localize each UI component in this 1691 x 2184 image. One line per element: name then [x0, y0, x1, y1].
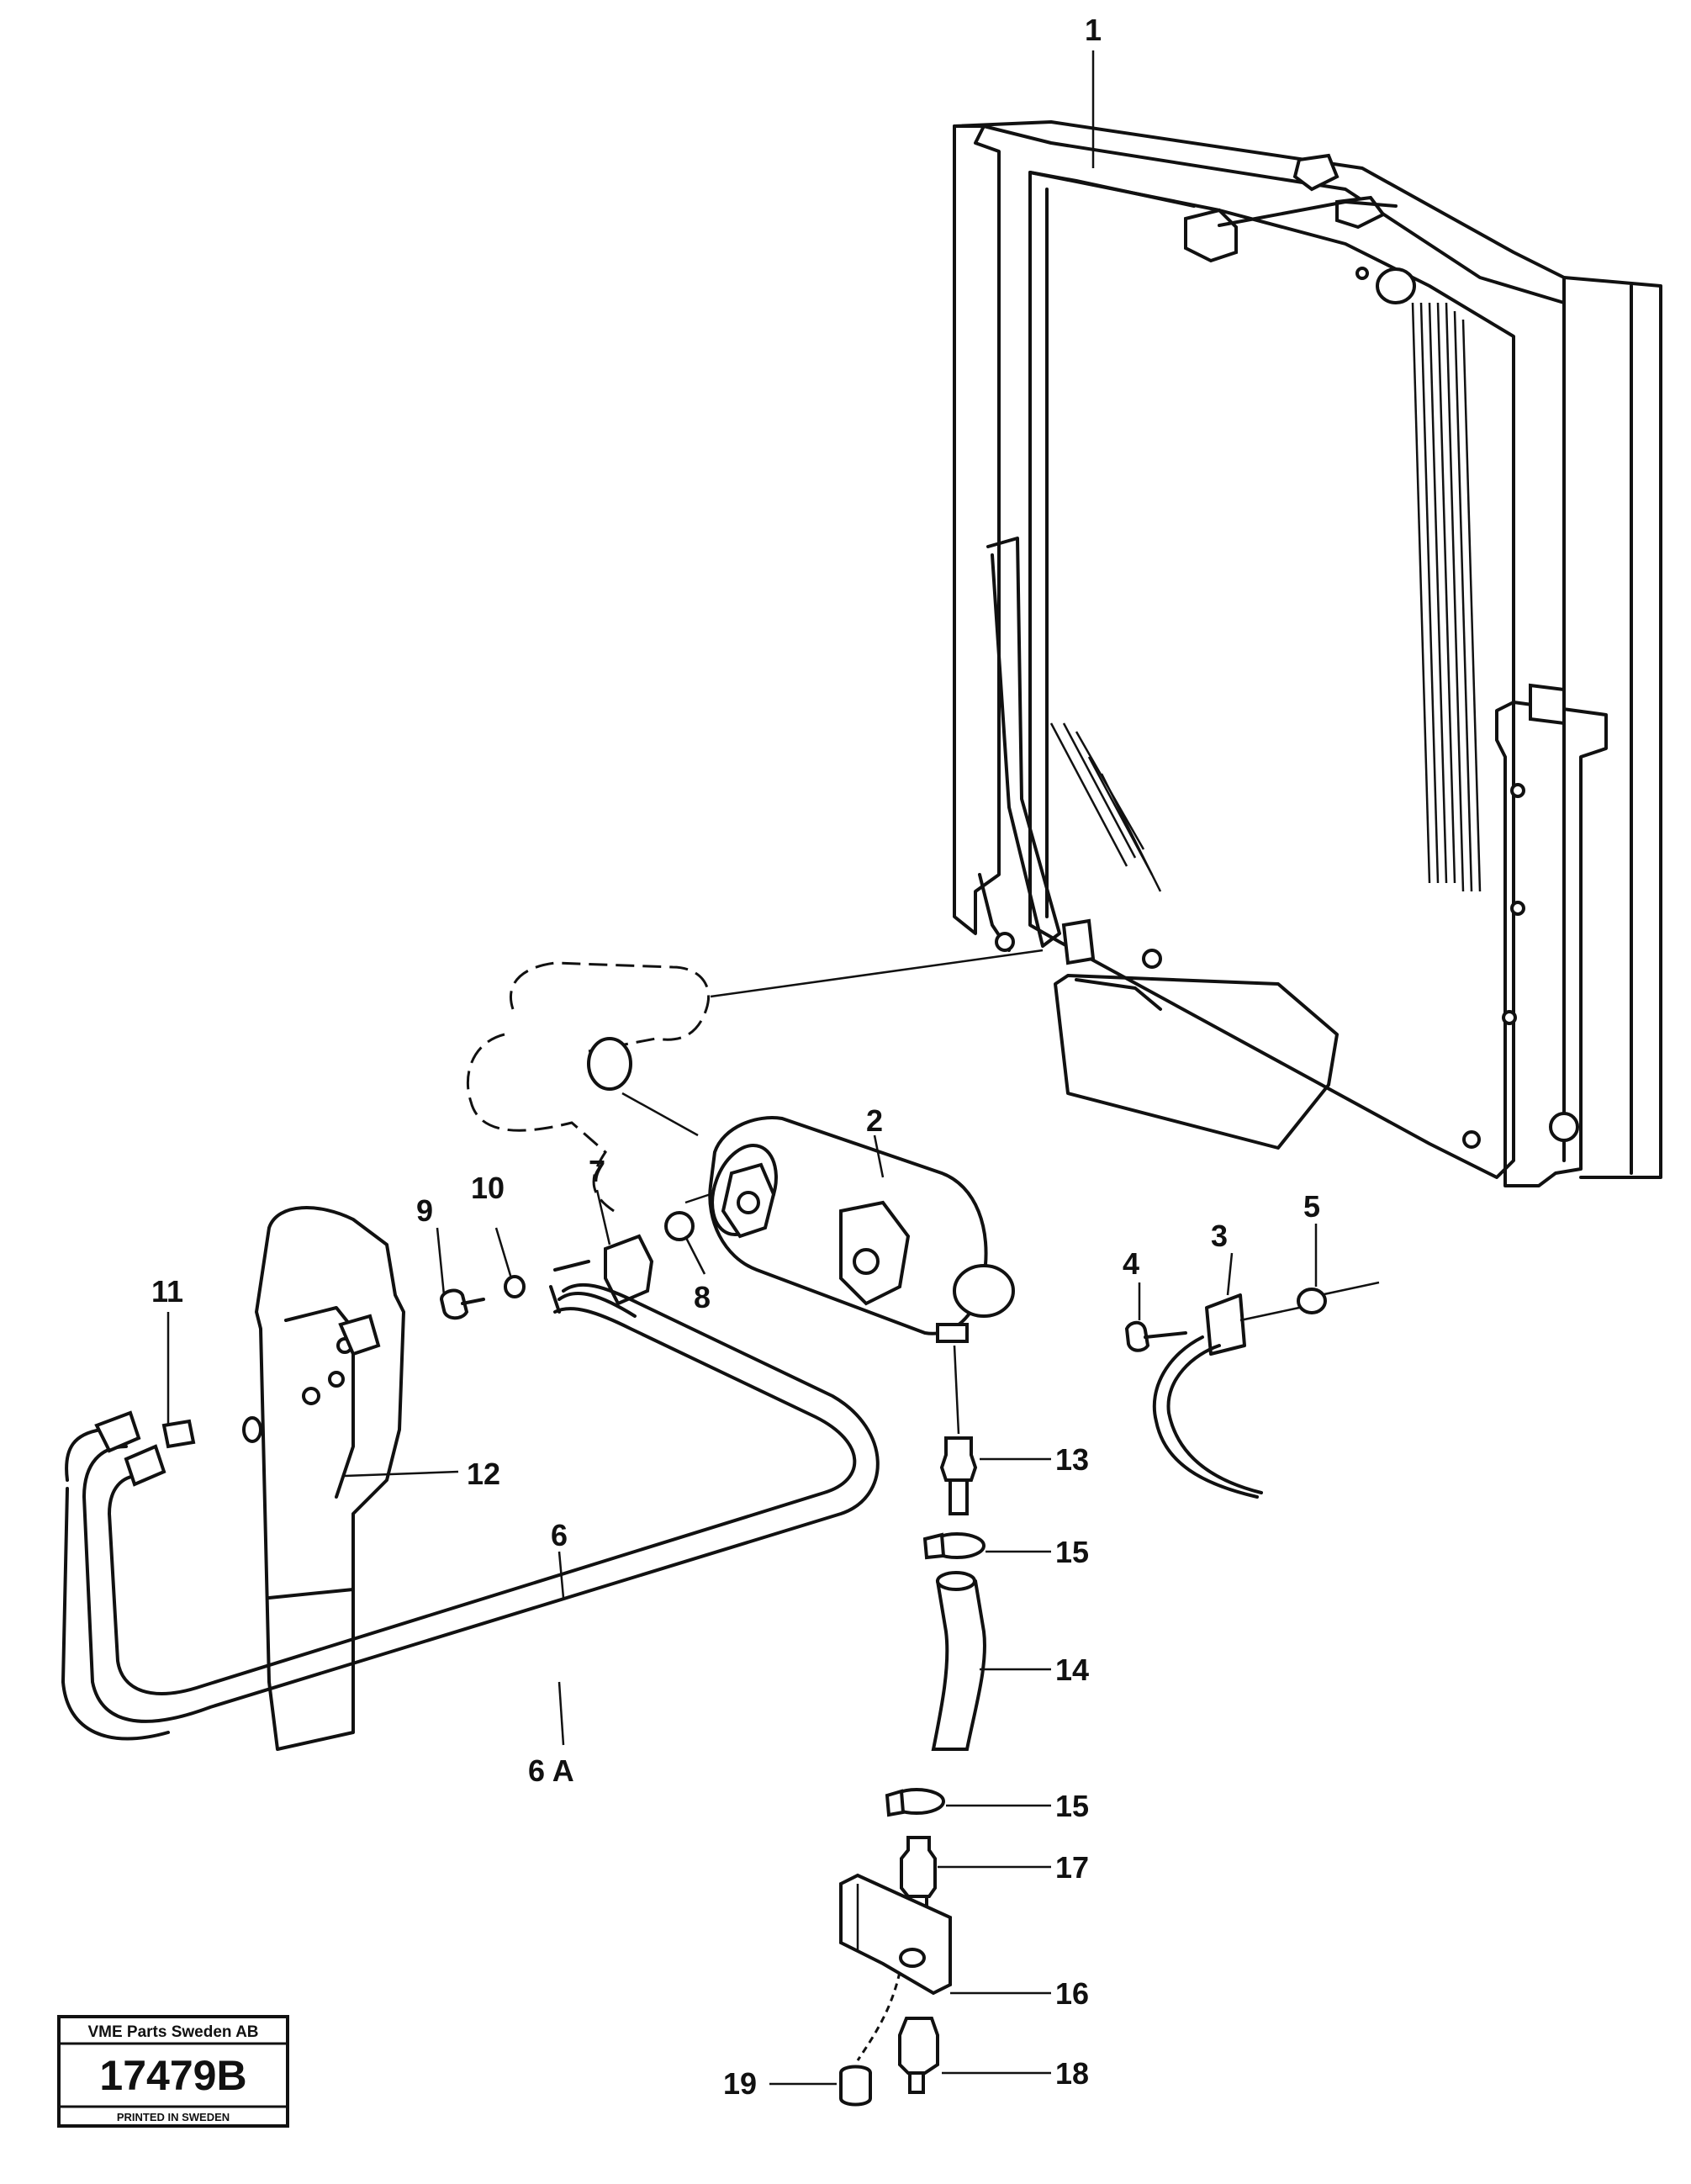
callout-9: 9 — [416, 1193, 433, 1228]
callout-3: 3 — [1211, 1219, 1228, 1253]
leader-lines — [166, 50, 1318, 2086]
callout-1: 1 — [1085, 13, 1102, 47]
radiator-connection-hose — [466, 949, 1044, 1213]
callout-14: 14 — [1055, 1653, 1089, 1687]
callout-labels: 1 2 3 4 5 6 6 A 7 8 9 10 11 12 13 15 14 … — [151, 13, 1320, 2101]
transmission-housing — [242, 1206, 405, 1751]
callout-6: 6 — [551, 1518, 568, 1552]
oil-cooler — [684, 1116, 1015, 1343]
callout-15-lower: 15 — [1055, 1789, 1089, 1823]
callout-19: 19 — [723, 2066, 757, 2101]
callout-5: 5 — [1303, 1189, 1320, 1224]
reference-stamp: VME Parts Sweden AB 17479B PRINTED IN SW… — [57, 2015, 289, 2128]
callout-18: 18 — [1055, 2056, 1089, 2091]
radiator-assembly — [953, 120, 1662, 1187]
callout-6a: 6 A — [528, 1753, 574, 1788]
clamp-assembly — [1124, 1281, 1380, 1499]
callout-15-upper: 15 — [1055, 1535, 1089, 1569]
callout-10: 10 — [471, 1171, 505, 1205]
callout-4: 4 — [1123, 1246, 1139, 1281]
callout-7: 7 — [589, 1154, 605, 1188]
callout-17: 17 — [1055, 1850, 1089, 1885]
flange-fittings — [439, 1211, 695, 1320]
stamp-printed: PRINTED IN SWEDEN — [117, 2111, 230, 2123]
stamp-company: VME Parts Sweden AB — [87, 2023, 258, 2041]
stamp-number: 17479B — [99, 2052, 246, 2099]
callout-8: 8 — [694, 1280, 711, 1314]
callout-12: 12 — [467, 1457, 500, 1491]
callout-13: 13 — [1055, 1442, 1089, 1477]
callout-16: 16 — [1055, 1976, 1089, 2011]
oil-hoses — [61, 1282, 880, 1741]
callout-11: 11 — [151, 1274, 183, 1309]
callout-2: 2 — [866, 1103, 883, 1138]
drain-line — [839, 1345, 986, 2107]
